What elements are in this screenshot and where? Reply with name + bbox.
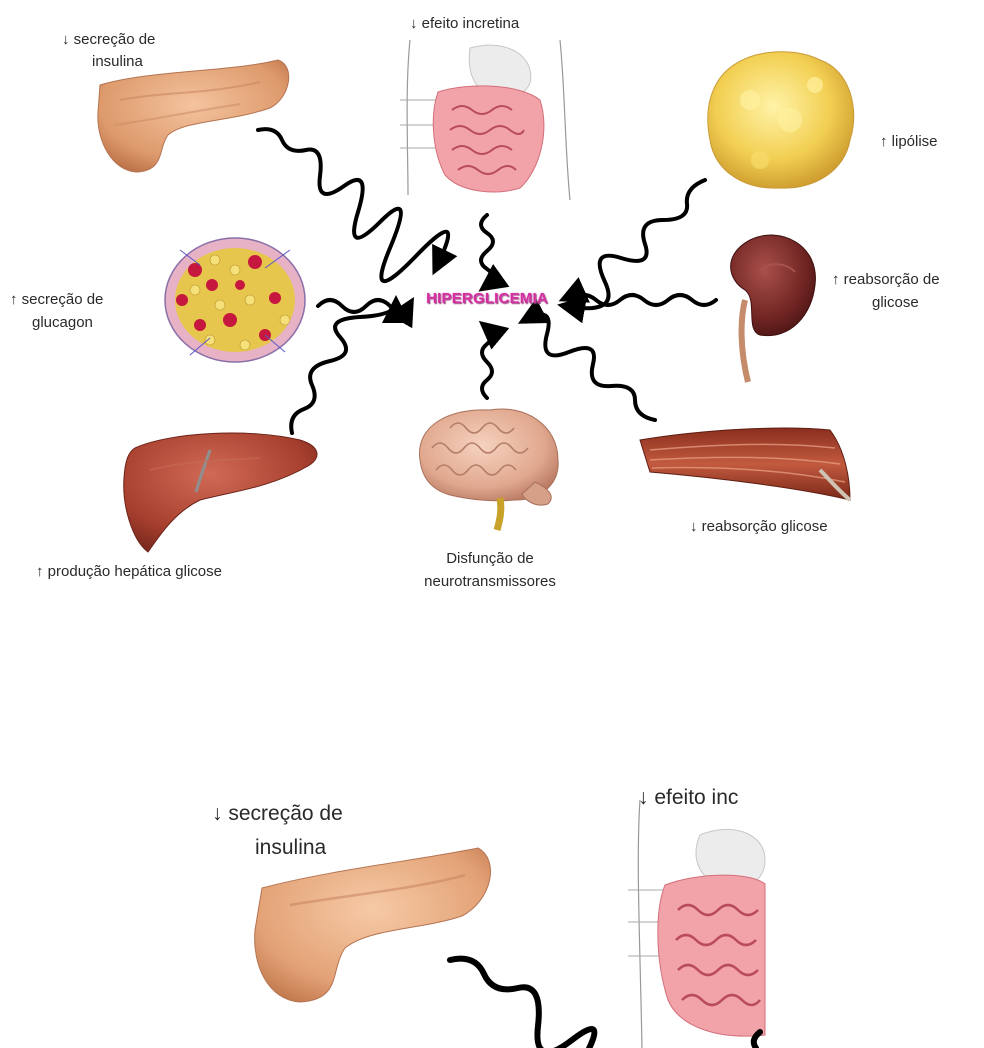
kidney-label-line2: glicose (872, 293, 919, 313)
islet-label-line2: glucagon (32, 313, 93, 333)
zoom-intestine-text: efeito inc (654, 786, 738, 809)
pathophysiology-diagram: HIPERGLICEMIA ↓ secreção de insulina ↓ e… (0, 0, 984, 640)
adipose-label-text: lipólise (892, 133, 938, 150)
islet-label-line1: secreção de (22, 291, 104, 308)
liver-icon (124, 433, 317, 552)
brain-icon (420, 409, 559, 530)
islet-label: ↑ secreção de (10, 290, 103, 310)
up-arrow-icon: ↑ (832, 271, 840, 288)
intestine-label-text: efeito incretina (422, 15, 520, 32)
up-arrow-icon: ↑ (10, 291, 18, 308)
adipose-tissue-icon (708, 52, 854, 188)
pancreatic-islet-icon (165, 238, 305, 362)
down-arrow-icon: ↓ (62, 31, 70, 48)
muscle-icon (640, 428, 850, 500)
diagram-artwork (0, 0, 984, 640)
pancreas-icon (255, 848, 491, 1002)
crop-mask (766, 760, 984, 1048)
kidney-icon (731, 235, 816, 382)
liver-label: ↑ produção hepática glicose (36, 562, 222, 582)
liver-label-text: produção hepática glicose (48, 563, 222, 580)
intestine-icon (400, 40, 570, 200)
pancreas-label-line2: insulina (92, 52, 143, 72)
brain-label-line1: Disfunção de (400, 549, 580, 569)
brain-label-line2: neurotransmissores (400, 572, 580, 592)
center-label: HIPERGLICEMIA (407, 290, 567, 307)
zoom-pancreas-label: ↓ secreção de (212, 800, 343, 828)
down-arrow-icon: ↓ (690, 518, 698, 535)
zoomed-detail: ↓ secreção de insulina ↓ efeito inc (0, 760, 984, 1048)
down-arrow-icon: ↓ (212, 802, 223, 825)
zoom-intestine-label: ↓ efeito inc (638, 784, 766, 812)
zoom-pancreas-line2: insulina (255, 834, 326, 862)
muscle-label: ↓ reabsorção glicose (690, 517, 828, 537)
intestine-label: ↓ efeito incretina (410, 14, 519, 34)
down-arrow-icon: ↓ (410, 15, 418, 32)
intestine-icon (628, 800, 765, 1048)
up-arrow-icon: ↑ (36, 563, 44, 580)
up-arrow-icon: ↑ (880, 133, 888, 150)
zoom-pancreas-line1: secreção de (228, 802, 342, 825)
zoom-artwork (0, 760, 984, 1048)
adipose-label: ↑ lipólise (880, 132, 938, 152)
kidney-label: ↑ reabsorção de (832, 270, 940, 290)
pancreas-label: ↓ secreção de (62, 30, 155, 50)
muscle-label-text: reabsorção glicose (702, 518, 828, 535)
kidney-label-line1: reabsorção de (844, 271, 940, 288)
pancreas-icon (98, 60, 289, 172)
down-arrow-icon: ↓ (638, 786, 649, 809)
pancreas-label-line1: secreção de (74, 31, 156, 48)
